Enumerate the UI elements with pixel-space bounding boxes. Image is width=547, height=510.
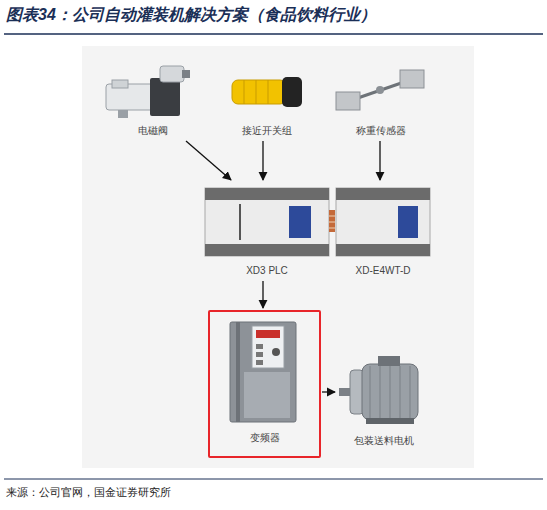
node-label: 变频器 (250, 432, 280, 444)
arrow-connector (322, 391, 335, 392)
inverter-icon (230, 322, 296, 422)
node-label: 包装送料电机 (354, 435, 414, 447)
arrow-connector (262, 281, 263, 308)
load-cell-icon (336, 70, 424, 110)
proximity-switch-icon (232, 77, 302, 107)
node-label: 称重传感器 (356, 125, 406, 137)
weighing-module-icon (336, 188, 430, 256)
node-label: 接近开关组 (242, 125, 292, 137)
arrow-connector (379, 141, 380, 180)
arrow-connector (186, 141, 231, 180)
motor-icon (339, 356, 418, 424)
node-label: XD-E4WT-D (356, 265, 411, 277)
source-note: 来源：公司官网，国金证券研究所 (6, 485, 171, 500)
device-label: 接近开关组 (222, 60, 312, 140)
figure-title: 图表34：公司自动灌装机解决方案（食品饮料行业） (6, 5, 376, 26)
title-rule (4, 33, 543, 35)
source-rule (4, 479, 543, 480)
device-label: 包装送料电机 (336, 340, 432, 450)
highlight-box: 变频器 (208, 310, 321, 458)
arrow-connector (262, 141, 263, 180)
solenoid-valve-icon (106, 66, 190, 118)
controller-module: XD3 PLC (203, 182, 331, 280)
node-label: XD3 PLC (246, 265, 288, 277)
device-label: 电磁阀 (98, 60, 208, 140)
device-label: 称重传感器 (328, 60, 433, 140)
panel-ground (82, 46, 474, 468)
plc-module-icon (205, 188, 335, 256)
controller-module: XD-E4WT-D (334, 182, 432, 280)
node-label: 电磁阀 (138, 125, 168, 137)
